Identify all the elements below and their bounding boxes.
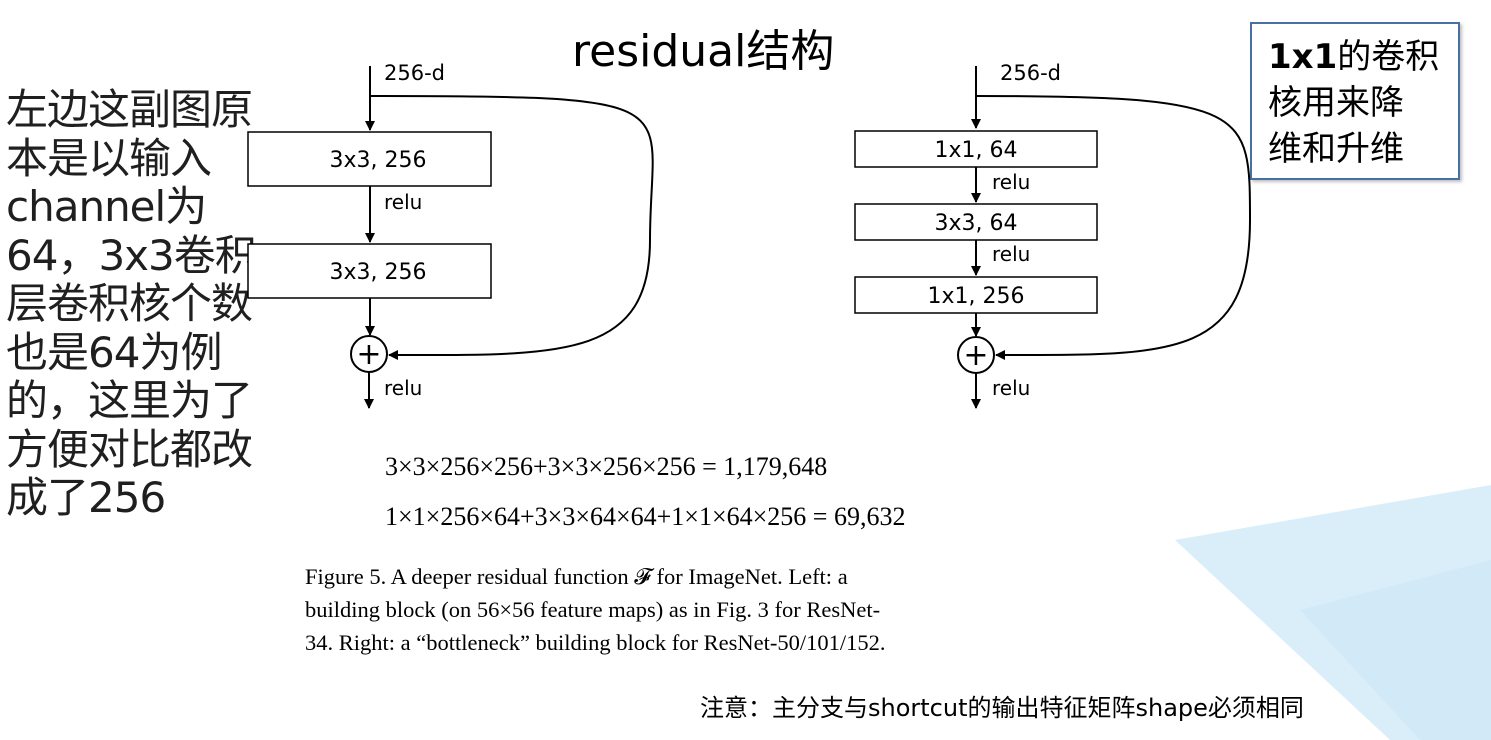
left-conv1-label: 3x3, 256	[330, 148, 427, 173]
note-line-2: 核用来降	[1268, 83, 1404, 123]
right-conv3-box	[854, 276, 1098, 314]
footer-note: 注意：主分支与shortcut的输出特征矩阵shape必须相同	[700, 694, 1304, 722]
left-relu-out-label: relu	[384, 376, 422, 400]
right-relu2-label: relu	[992, 242, 1030, 266]
equation-2: 1×1×256×64+3×3×64×64+1×1×64×256 = 69,632	[385, 502, 906, 531]
right-conv3-label: 1x1, 256	[928, 284, 1025, 309]
left-add-symbol: +	[356, 337, 381, 372]
right-input-label: 256-d	[1000, 61, 1061, 85]
note-line-1: 1x1的卷积	[1268, 37, 1440, 77]
left-annotation: 左边这副图原本是以输入channel为64，3x3卷积层卷积核个数也是64为例的…	[6, 85, 257, 522]
right-relu-out-label: relu	[992, 376, 1030, 400]
right-conv2-box	[854, 203, 1098, 241]
left-conv2-label: 3x3, 256	[330, 260, 427, 285]
left-input-label: 256-d	[384, 61, 445, 85]
left-conv1-box	[247, 131, 492, 187]
right-relu1-label: relu	[992, 170, 1030, 194]
figure-caption-line-2: building block (on 56×56 feature maps) a…	[305, 597, 881, 622]
right-shortcut-arrow	[975, 95, 1252, 361]
left-relu1-label: relu	[384, 190, 422, 214]
figure-caption-line-1: Figure 5. A deeper residual function 𝓕 f…	[305, 564, 848, 589]
right-conv1-label: 1x1, 64	[935, 138, 1018, 163]
note-box: 1x1的卷积 核用来降 维和升维	[1250, 22, 1460, 180]
page-title: residual结构	[572, 26, 835, 77]
right-add-symbol: +	[963, 338, 988, 373]
left-shortcut-arrow	[369, 95, 654, 361]
right-conv2-label: 3x3, 64	[935, 211, 1018, 236]
equation-1: 3×3×256×256+3×3×256×256 = 1,179,648	[385, 452, 828, 481]
figure-caption-line-3: 34. Right: a “bottleneck” building block…	[305, 630, 886, 655]
left-conv2-box	[247, 243, 492, 299]
note-line-3: 维和升维	[1268, 129, 1404, 169]
